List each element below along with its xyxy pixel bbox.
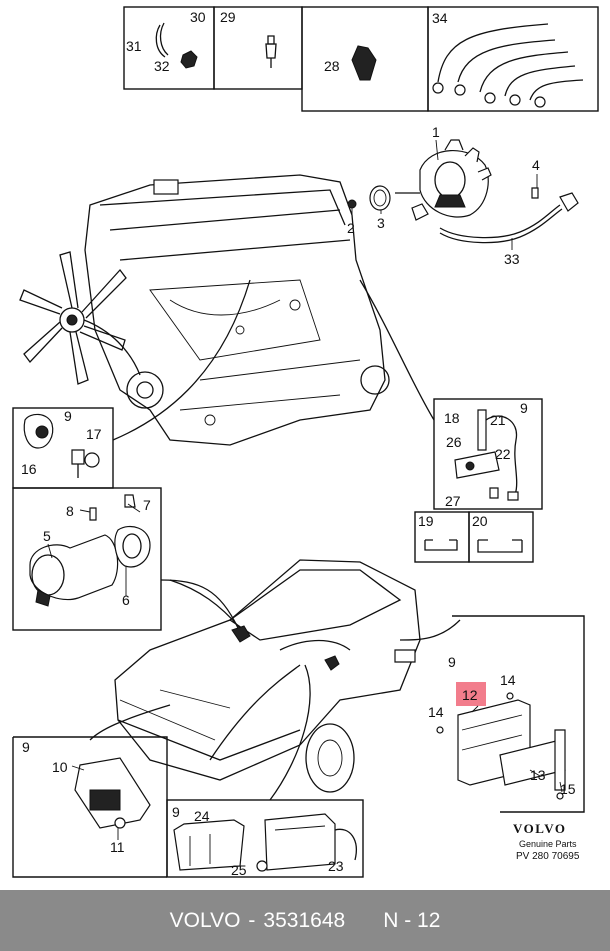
panel-module-10-11 [12, 736, 168, 878]
highlight-12 [456, 682, 486, 706]
callout-7: 7 [143, 497, 151, 513]
callout-15: 15 [560, 781, 576, 797]
callout-10: 10 [52, 759, 68, 775]
callout-1: 1 [432, 124, 440, 140]
panel-sensor-18-22 [359, 279, 543, 510]
callout-6: 6 [122, 592, 130, 608]
callout-14b: 14 [428, 704, 444, 720]
callout-9b: 9 [520, 400, 528, 416]
panel-clip-20 [468, 511, 534, 563]
volvo-logo-text: VOLVO [513, 821, 567, 836]
callout-5: 5 [43, 528, 51, 544]
panel-control-unit-12-15 [436, 615, 585, 813]
genuine-parts-label: Genuine Parts [519, 839, 577, 849]
callout-4: 4 [532, 157, 540, 173]
callout-12: 12 [462, 687, 478, 703]
top-panel-28 [301, 6, 429, 112]
car-illustration [89, 559, 461, 801]
callout-31: 31 [126, 38, 142, 54]
callout-17: 17 [86, 426, 102, 442]
panel-units-23-25 [166, 799, 364, 878]
callout-9c: 9 [448, 654, 456, 670]
exploded-parts-diagram: 1 2 3 4 5 6 7 8 9 9 9 9 9 10 11 12 13 14… [12, 6, 599, 878]
callout-9a: 9 [64, 408, 72, 424]
callout-27: 27 [445, 493, 461, 509]
footer-part-number: 3531648 [263, 908, 346, 932]
callout-19: 19 [418, 513, 434, 529]
callout-9d: 9 [22, 739, 30, 755]
callout-28: 28 [324, 58, 340, 74]
callout-20: 20 [472, 513, 488, 529]
diagram-reference-code: PV 280 70695 [516, 851, 580, 862]
callout-3: 3 [377, 215, 385, 231]
callout-18: 18 [444, 410, 460, 426]
part-number-footer: VOLVO - 3531648 N - 12 [0, 890, 610, 951]
callout-34: 34 [432, 10, 448, 26]
callout-22: 22 [495, 446, 511, 462]
callout-33: 33 [504, 251, 520, 267]
footer-position-label: N - 12 [383, 908, 441, 932]
callout-26: 26 [446, 434, 462, 450]
callout-24: 24 [194, 808, 210, 824]
callout-9e: 9 [172, 804, 180, 820]
callout-23: 23 [328, 858, 344, 874]
distributor-illustration [347, 139, 579, 244]
footer-brand: VOLVO [169, 908, 241, 932]
engine-block-illustration [84, 174, 390, 446]
panel-sensor-16-17 [12, 279, 251, 489]
callout-30: 30 [190, 9, 206, 25]
callout-13: 13 [530, 767, 546, 783]
callout-14a: 14 [500, 672, 516, 688]
callout-25: 25 [231, 862, 247, 878]
callout-labels: 1 2 3 4 5 6 7 8 9 9 9 9 9 10 11 12 13 14… [21, 9, 576, 878]
callout-8: 8 [66, 503, 74, 519]
leader-lines [47, 139, 563, 840]
callout-11: 11 [110, 839, 125, 855]
top-panel-34 [427, 6, 599, 112]
callout-16: 16 [21, 461, 37, 477]
panel-starter-5-8 [12, 487, 239, 631]
callout-2: 2 [347, 220, 355, 236]
fan-illustration [19, 251, 141, 385]
callout-29: 29 [220, 9, 236, 25]
callout-21: 21 [490, 412, 506, 428]
footer-separator: - [248, 908, 256, 932]
callout-32: 32 [154, 58, 170, 74]
